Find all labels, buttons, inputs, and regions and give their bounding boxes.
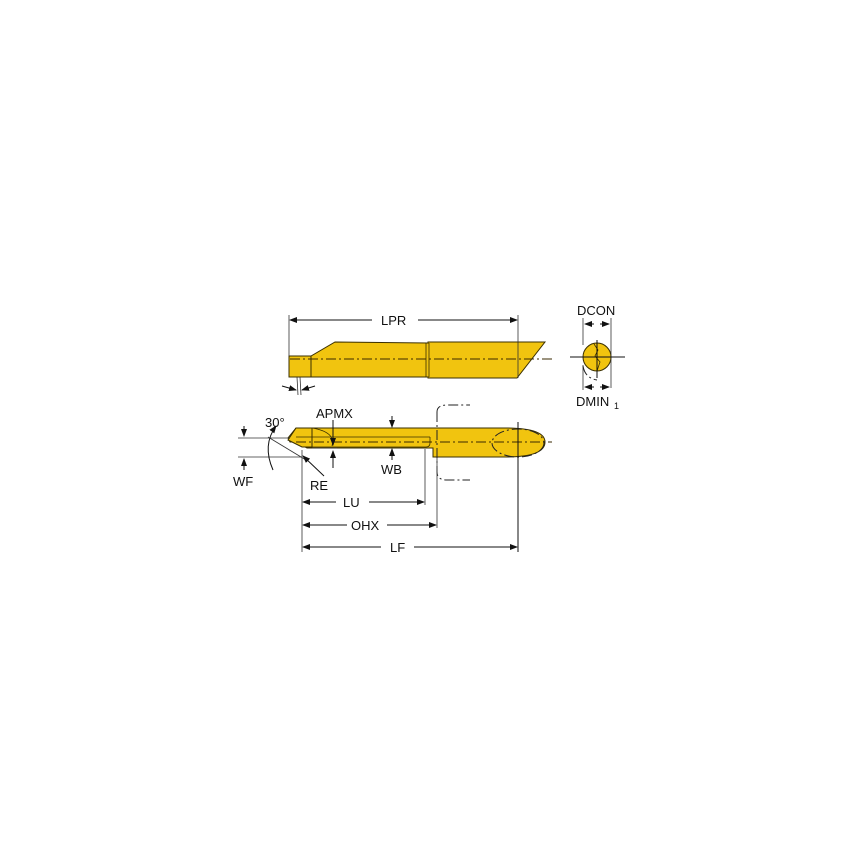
- label-ohx: OHX: [351, 518, 380, 533]
- label-apmx: APMX: [316, 406, 353, 421]
- label-angle-30: 30°: [265, 415, 285, 430]
- label-wb: WB: [381, 462, 402, 477]
- label-lpr: LPR: [381, 313, 406, 328]
- label-dmin-subscript: 1: [614, 401, 619, 411]
- end-view: DCON DMIN 1: [570, 303, 625, 411]
- insert-head-side: [287, 427, 313, 448]
- top-view: LPR: [281, 313, 555, 396]
- label-wf: WF: [233, 474, 253, 489]
- label-lu: LU: [343, 495, 360, 510]
- label-dcon: DCON: [577, 303, 615, 318]
- label-re: RE: [310, 478, 328, 493]
- tool-body-top: [288, 341, 547, 379]
- label-dmin: DMIN: [576, 394, 609, 409]
- side-view: WF 30° APMX RE WB LU OHX LF: [233, 404, 552, 555]
- label-lf: LF: [390, 540, 405, 555]
